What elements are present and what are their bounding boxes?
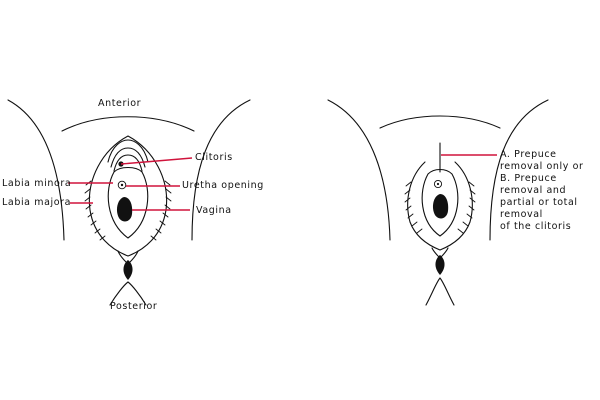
urethra-dot-r: [436, 182, 440, 186]
hip-arc: [61, 116, 195, 132]
annotation-line-7: of the clitoris: [500, 221, 571, 232]
vagina-opening-r: [432, 194, 449, 219]
label-clitoris: Clitoris: [195, 152, 233, 163]
label-posterior: Posterior: [110, 301, 157, 312]
annotation-line-1: A. Prepuce: [500, 149, 557, 160]
left-figure: Anterior Clitoris Labia minora Uretha op…: [2, 98, 264, 312]
right-thigh-contour-r: [489, 99, 549, 241]
hair-ticks-right: [150, 180, 172, 241]
hair-ticks-left-r: [404, 181, 423, 234]
vagina-opening: [116, 197, 133, 222]
label-urethra-opening: Uretha opening: [182, 180, 264, 191]
labia-majora-outline: [88, 135, 168, 257]
urethra-ring-r: [433, 179, 443, 189]
hair-ticks-right-r: [457, 181, 476, 234]
label-vagina: Vagina: [196, 205, 232, 216]
prepuce-folds: [107, 139, 149, 172]
hip-arc-r: [379, 115, 501, 129]
lower-thigh-lines-r: [425, 277, 455, 306]
labia-minora-outline-r: [421, 168, 459, 237]
lower-thigh-lines: [109, 281, 147, 306]
label-anterior: Anterior: [98, 98, 141, 109]
clitoris-pointer: [120, 157, 193, 165]
annotation-text: A. Prepuce removal only or B. Prepuce re…: [500, 149, 587, 232]
annotation-line-3: B. Prepuce: [500, 173, 557, 184]
anus-r: [435, 255, 445, 275]
label-labia-minora: Labia minora: [2, 178, 71, 189]
anus: [123, 260, 133, 280]
label-labia-majora: Labia majora: [2, 197, 71, 208]
perineum-lines: [117, 250, 139, 263]
annotation-line-2: removal only or: [500, 161, 584, 172]
urethra-dot: [120, 183, 124, 187]
left-thigh-contour: [7, 99, 65, 241]
right-thigh-contour: [191, 99, 251, 241]
annotation-line-4: removal and: [500, 185, 566, 196]
hair-ticks-left: [84, 180, 106, 241]
annotation-line-6: removal: [500, 209, 543, 220]
urethra-ring: [117, 180, 127, 190]
left-thigh-contour-r: [327, 99, 391, 241]
right-figure: A. Prepuce removal only or B. Prepuce re…: [327, 99, 587, 306]
annotation-line-5: partial or total: [500, 197, 578, 208]
